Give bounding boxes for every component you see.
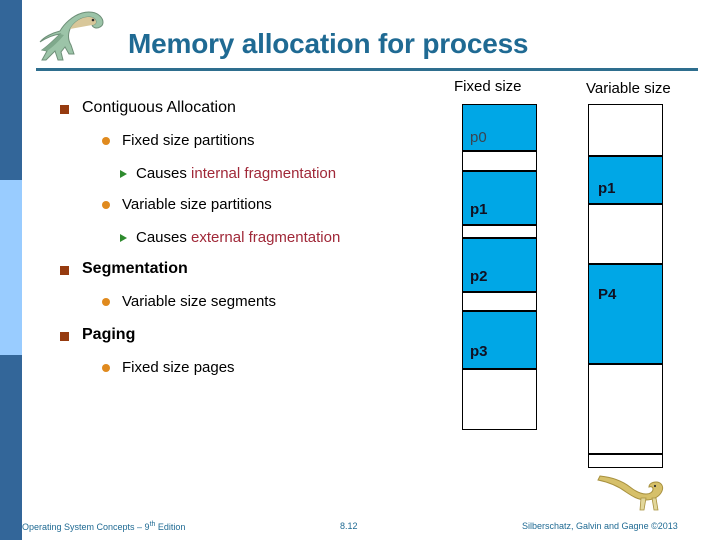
memory-block [588,156,663,204]
triangle-bullet-icon [120,228,136,247]
memory-block-label: p2 [470,268,488,285]
footer-left-main: Operating System Concepts – 9 [22,522,150,532]
triangle-bullet-icon [120,164,136,183]
bullet-item-external-fragmentation: Causes external fragmentation [120,228,460,259]
memory-block [588,104,663,156]
variable-size-memory-column [588,104,663,469]
bullet-item-contiguous-allocation: Contiguous Allocation [60,98,460,131]
fixed-size-memory-column: p0 p1 p2 p3 [462,104,537,430]
bullet-label-highlight: internal fragmentation [191,165,337,182]
memory-block [588,204,663,264]
bullet-label: Contiguous Allocation [82,99,236,116]
sidebar-bar-middle [0,180,22,355]
variable-block-label-p1: p1 [598,180,616,197]
bullet-item-segmentation: Segmentation [60,259,460,292]
dinosaur-footer-icon [596,470,668,518]
bullet-list: Contiguous Allocation Fixed size partiti… [60,98,460,391]
bullet-label: Fixed size pages [122,359,235,376]
bullet-label: Causes external fragmentation [136,228,340,248]
memory-block [462,292,537,311]
memory-block [462,225,537,238]
sidebar-bar-bottom [0,355,22,540]
memory-block [462,151,537,171]
dot-bullet-icon [102,131,122,150]
bullet-label: Paging [82,326,136,343]
footer-copyright: Silberschatz, Galvin and Gagne ©2013 [522,521,678,531]
footer-left-tail: Edition [155,522,186,532]
dot-bullet-icon [102,195,122,214]
square-bullet-icon [60,325,82,343]
dot-bullet-icon [102,358,122,377]
bullet-item-internal-fragmentation: Causes internal fragmentation [120,164,460,195]
bullet-label-prefix: Causes [136,229,192,246]
bullet-label-highlight: external fragmentation [191,229,341,246]
bullet-label: Causes internal fragmentation [136,164,336,184]
page-title: Memory allocation for process [128,28,529,59]
memory-block [462,369,537,430]
bullet-label-prefix: Causes [136,165,192,182]
bullet-item-fixed-size-partitions: Fixed size partitions [102,131,460,164]
dinosaur-logo-icon [34,4,112,62]
memory-block [588,454,663,468]
memory-block: p0 [462,104,537,151]
variable-size-column-label: Variable size [586,80,671,97]
bullet-item-variable-size-partitions: Variable size partitions [102,195,460,228]
memory-block-label: p0 [470,129,487,146]
memory-block [588,264,663,364]
square-bullet-icon [60,98,82,116]
variable-block-label-p4: P4 [598,286,617,303]
memory-block-label: p1 [470,201,488,218]
memory-block: p3 [462,311,537,369]
memory-block-label: p3 [470,343,488,360]
square-bullet-icon [60,259,82,277]
memory-block [588,364,663,454]
footer-slide-number: 8.12 [340,521,358,531]
bullet-label: Segmentation [82,260,188,277]
memory-block: p2 [462,238,537,292]
sidebar-bar-top [0,0,22,180]
bullet-label: Variable size partitions [122,196,272,213]
fixed-size-column-label: Fixed size [454,78,522,95]
title-divider [36,68,698,71]
footer-left-text: Operating System Concepts – 9th Edition [22,521,185,532]
footer-left-superscript: th [149,521,156,528]
memory-block: p1 [462,171,537,225]
bullet-item-variable-size-segments: Variable size segments [102,292,460,325]
bullet-label: Variable size segments [122,293,276,310]
bullet-item-paging: Paging [60,325,460,358]
bullet-label: Fixed size partitions [122,132,255,149]
bullet-item-fixed-size-pages: Fixed size pages [102,358,460,391]
dot-bullet-icon [102,292,122,311]
